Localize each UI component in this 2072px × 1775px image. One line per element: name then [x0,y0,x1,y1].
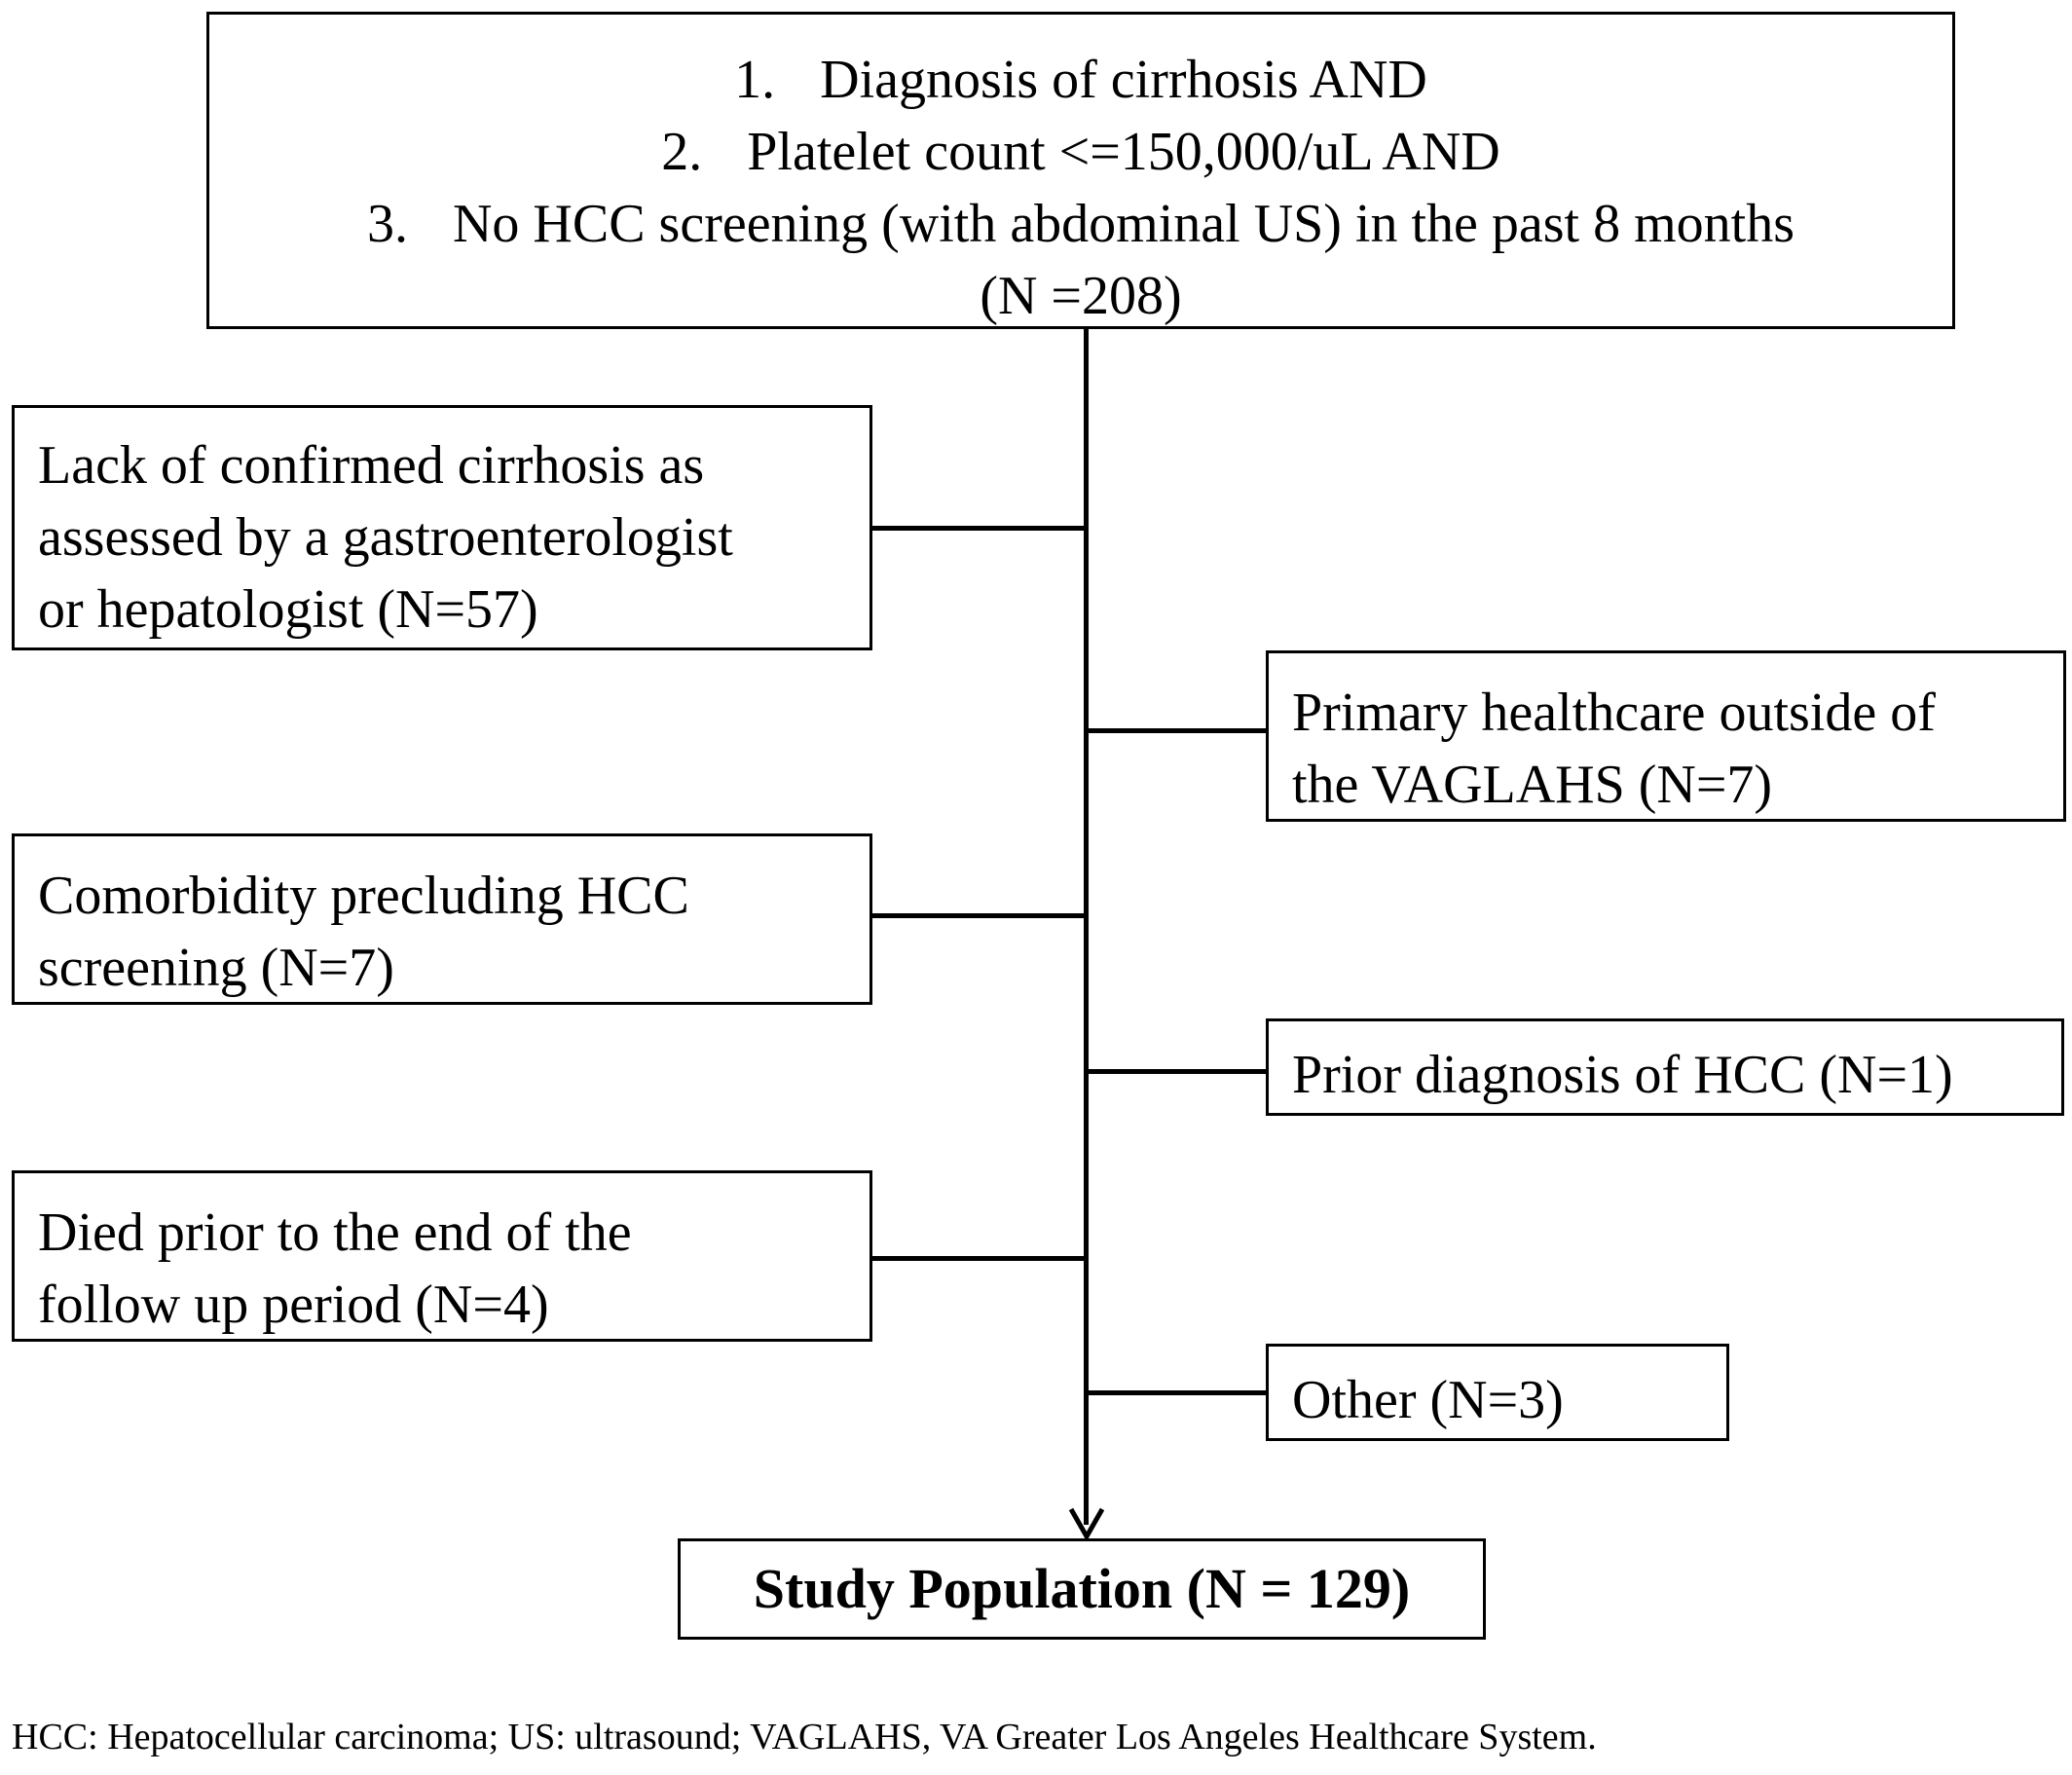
exclusion-text: follow up period (N=4) [38,1275,549,1335]
criterion-1: 1. Diagnosis of cirrhosis AND [734,50,1427,110]
exclusion-box-comorbidity: Comorbidity precluding HCC screening (N=… [12,833,872,1005]
connector-other [1087,1390,1266,1395]
exclusion-text: Lack of confirmed cirrhosis as [38,435,705,496]
connector-comorbidity [872,913,1087,918]
exclusion-text: Comorbidity precluding HCC [38,866,689,926]
connector-died [872,1256,1087,1261]
main-flow-line [1084,329,1089,1525]
exclusion-text: or hepatologist (N=57) [38,579,538,640]
connector-prior [1087,1069,1266,1074]
exclusion-box-primary-healthcare: Primary healthcare outside of the VAGLAH… [1266,650,2066,822]
study-population-label: Study Population (N = 129) [753,1557,1411,1620]
exclusion-box-died: Died prior to the end of the follow up p… [12,1170,872,1342]
criterion-3: 3. No HCC screening (with abdominal US) … [366,194,1795,254]
exclusion-box-other: Other (N=3) [1266,1344,1729,1441]
exclusion-text: Primary healthcare outside of [1292,683,1936,743]
exclusion-text: the VAGLAHS (N=7) [1292,755,1773,815]
exclusion-text: Died prior to the end of the [38,1202,632,1263]
exclusion-text: assessed by a gastroenterologist [38,507,733,568]
study-population-box: Study Population (N = 129) [678,1538,1486,1640]
exclusion-box-prior-hcc: Prior diagnosis of HCC (N=1) [1266,1018,2064,1116]
exclusion-text: screening (N=7) [38,938,394,998]
criterion-2: 2. Platelet count <=150,000/uL AND [661,122,1500,182]
footnote: HCC: Hepatocellular carcinoma; US: ultra… [12,1717,1597,1757]
connector-cirrhosis [872,526,1087,531]
connector-primary [1087,728,1266,733]
inclusion-criteria-box: 1. Diagnosis of cirrhosis AND 2. Platele… [206,12,1955,329]
arrowhead-icon [1068,1507,1105,1540]
exclusion-text: Prior diagnosis of HCC (N=1) [1292,1045,1953,1105]
exclusion-text: Other (N=3) [1292,1370,1564,1430]
initial-count: (N =208) [980,266,1182,326]
exclusion-box-cirrhosis: Lack of confirmed cirrhosis as assessed … [12,405,872,650]
